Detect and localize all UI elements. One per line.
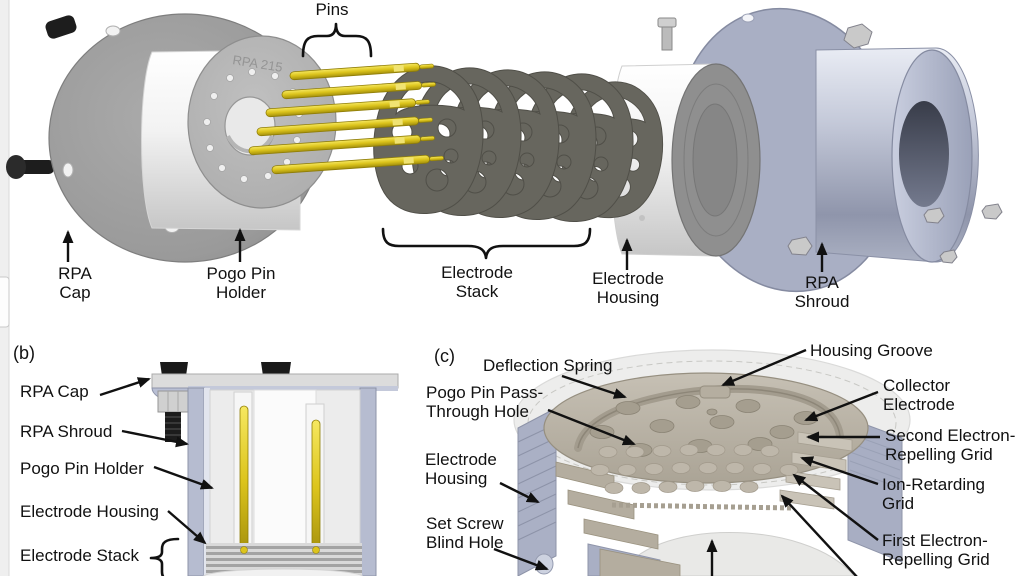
top-plate	[543, 372, 869, 484]
label-electrode-housing-c: Electrode Housing	[425, 450, 497, 488]
label-electrode-housing-a: Electrode Housing	[592, 269, 664, 307]
panel-c-tag: (c)	[434, 346, 455, 366]
label-rpa-cap-b: RPA Cap	[20, 382, 89, 401]
panel-c-cutaway	[493, 348, 911, 576]
housing-cut-face-left	[517, 407, 557, 576]
label-deflection-spring: Deflection Spring	[483, 356, 613, 375]
label-rpa-shroud-a: RPA Shroud	[794, 273, 850, 311]
panel-a-exploded-view: RPA 215	[6, 7, 1003, 293]
panel-b-tag: (b)	[13, 343, 35, 363]
set-screw-blind-hole-drawing	[534, 553, 554, 575]
label-set-screw-blind-hole: Set Screw Blind Hole	[426, 514, 504, 552]
electrode-stack-b-brace	[149, 537, 180, 576]
page-edge-strip	[0, 0, 10, 576]
electrode-stack-brace	[381, 227, 592, 260]
label-pins: Pins	[315, 0, 349, 19]
label-second-electron-repelling-grid: Second Electron- Repelling Grid	[885, 426, 1016, 464]
grid-bumps	[590, 444, 799, 494]
label-rpa-shroud-b: RPA Shroud	[20, 422, 113, 441]
label-electrode-stack-a: Electrode Stack	[441, 263, 513, 301]
label-electrode-stack-b: Electrode Stack	[20, 546, 140, 565]
label-pogo-pin-holder-a: Pogo Pin Holder	[206, 264, 276, 302]
panel-a-arrows	[62, 22, 828, 272]
panel-b-cross-section	[99, 362, 399, 576]
housing-groove-drawing	[699, 385, 731, 399]
label-collector-electrode: Collector Electrode	[883, 376, 955, 414]
electrode-stack-b-drawing	[202, 543, 364, 576]
label-electrode-housing-b: Electrode Housing	[20, 502, 159, 521]
label-ion-retarding-grid: Ion-Retarding Grid	[882, 475, 986, 513]
label-pogo-pin-holder-b: Pogo Pin Holder	[20, 459, 144, 478]
pins-brace	[301, 22, 373, 58]
label-rpa-cap-a: RPA Cap	[58, 264, 92, 302]
pogo-pin-holder-drawing: RPA 215	[141, 35, 337, 231]
panel-c-arrows	[493, 348, 880, 576]
label-first-electron-repelling-grid: First Electron- Repelling Grid	[882, 531, 990, 569]
pogo-pins-drawing	[248, 62, 444, 175]
label-pogo-pin-pass-through-hole: Pogo Pin Pass- Through Hole	[426, 383, 544, 421]
label-housing-groove: Housing Groove	[810, 341, 933, 360]
